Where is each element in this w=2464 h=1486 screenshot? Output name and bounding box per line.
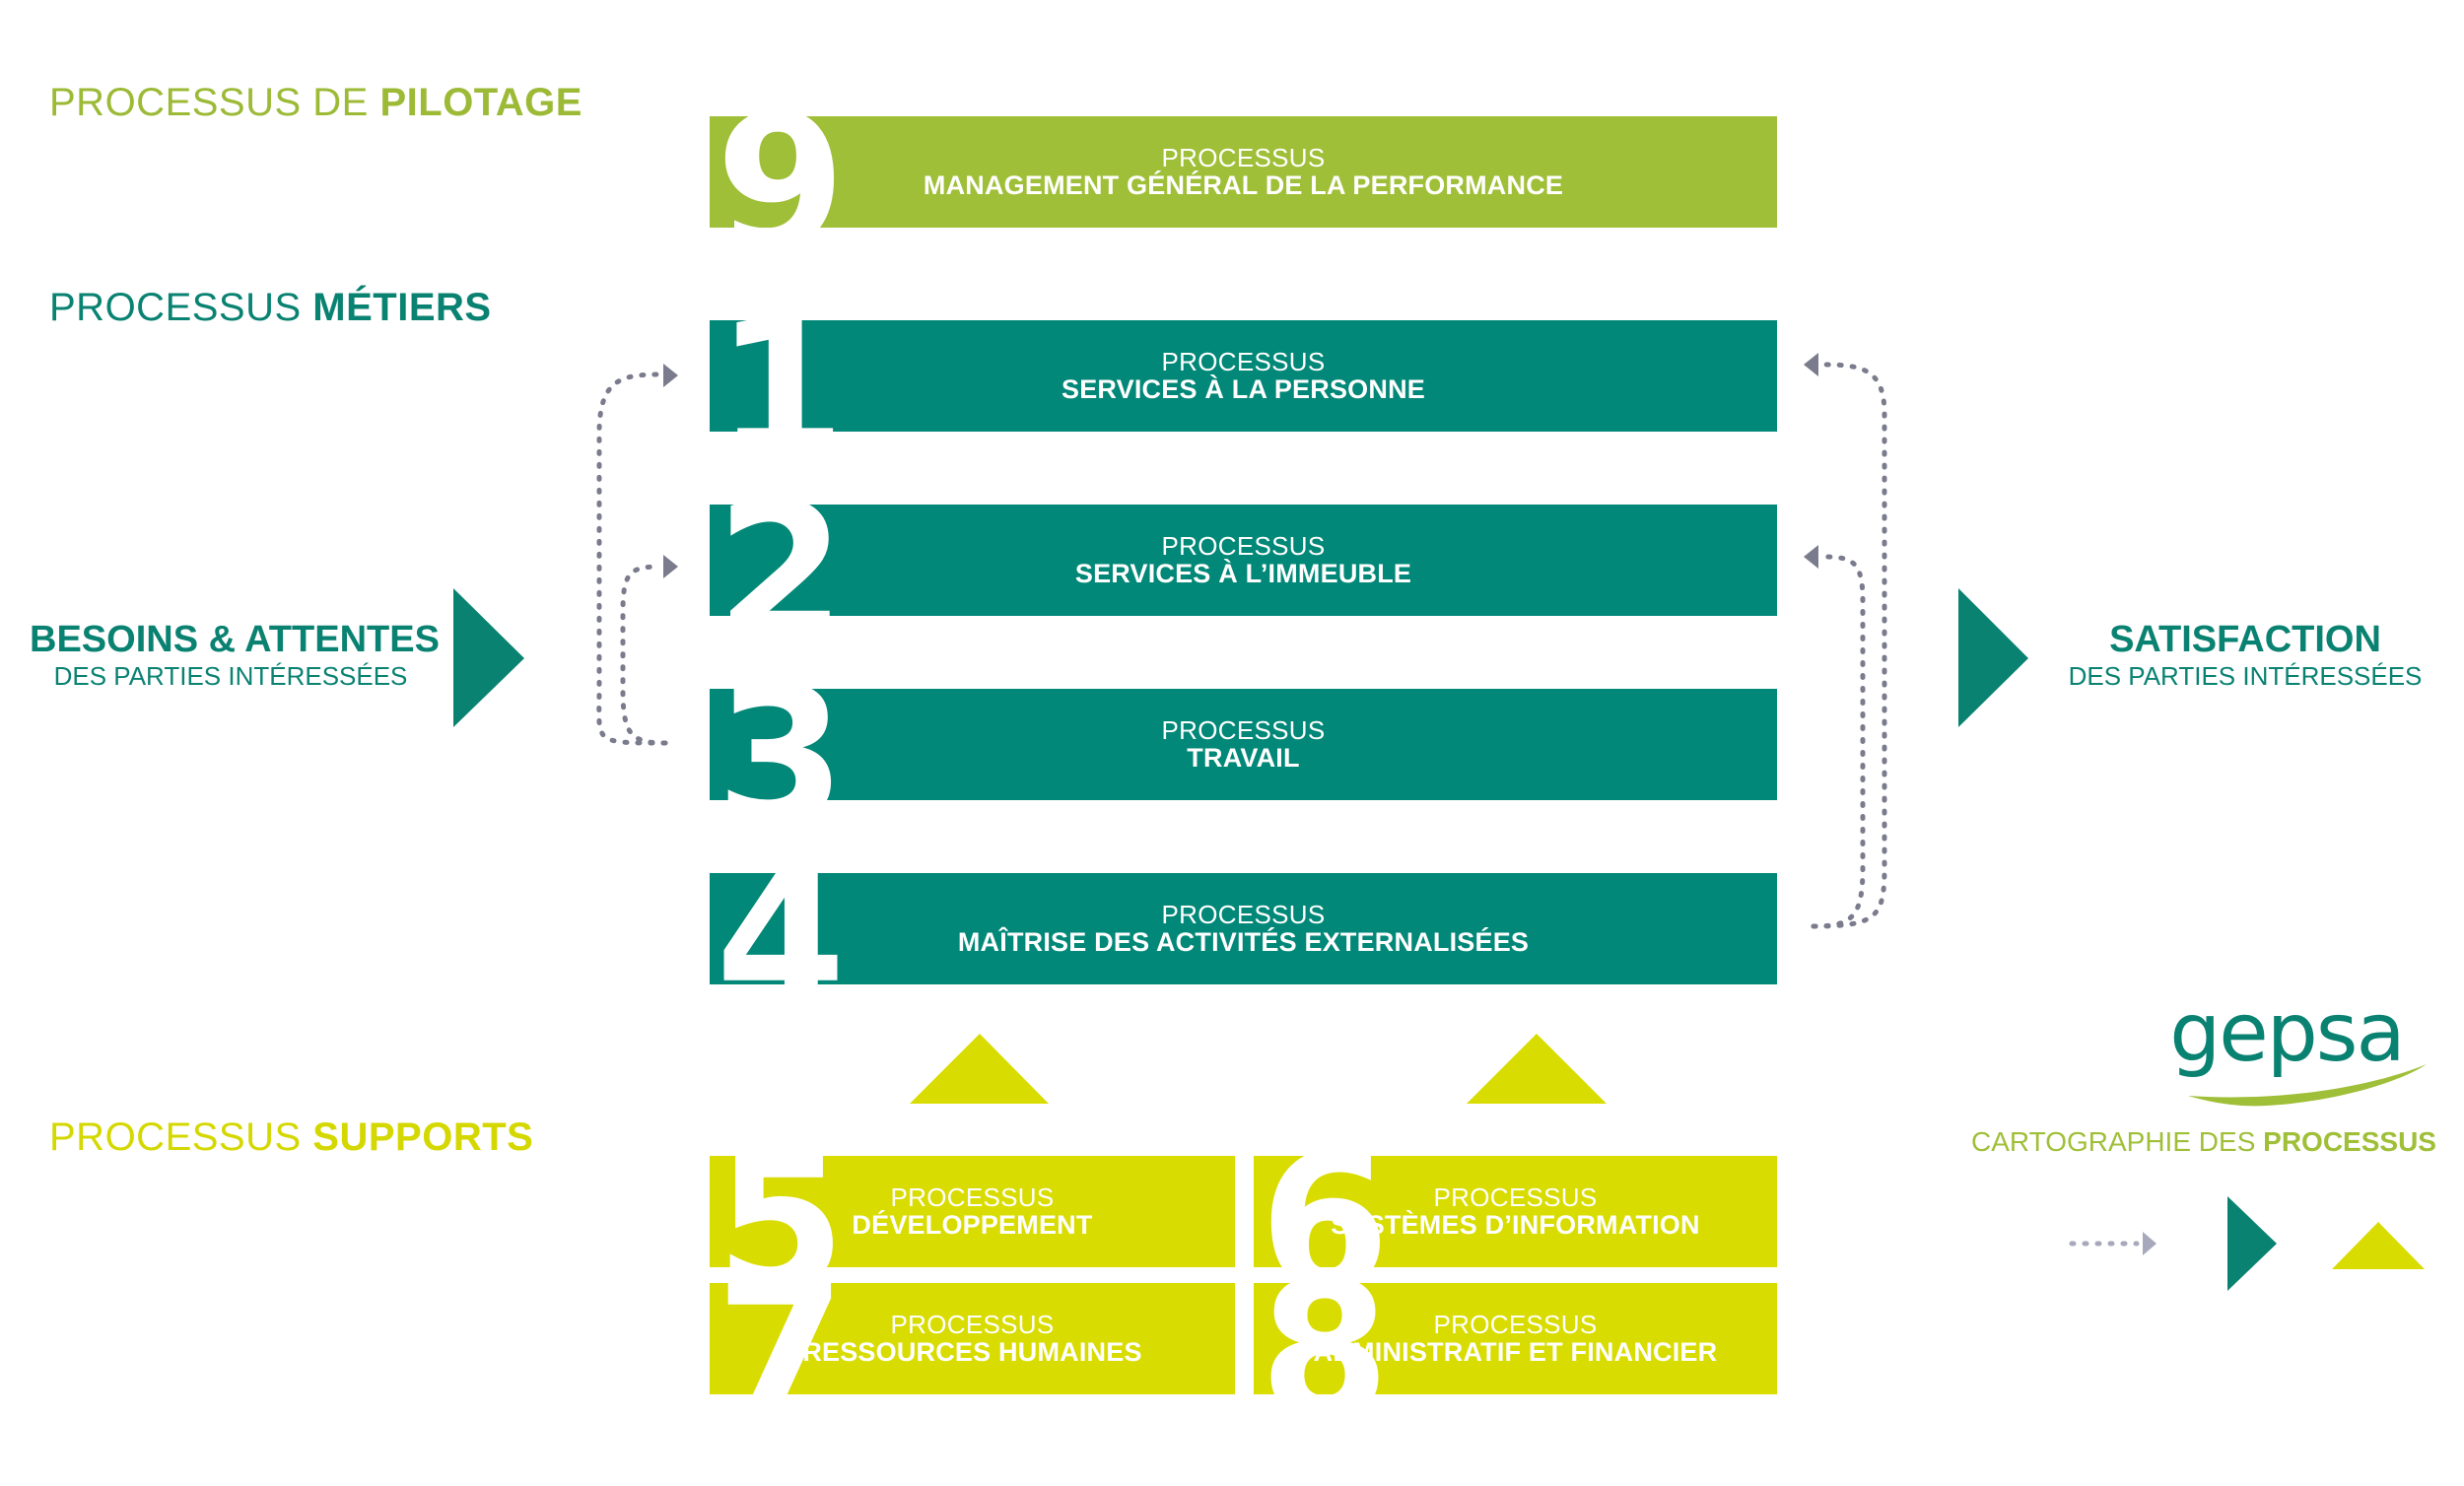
process-label: PROCESSUS: [1161, 530, 1326, 561]
process-label: PROCESSUS: [890, 1309, 1055, 1339]
process-number: 2: [716, 505, 847, 616]
support-up-triangle-icon: [1467, 1034, 1607, 1104]
section-title-pilotage: PROCESSUS DE PILOTAGE: [49, 81, 582, 124]
input-label: BESOINS & ATTENTES DES PARTIES INTÉRESSÉ…: [30, 619, 440, 691]
output-arrow-icon: [1958, 588, 2028, 727]
process-name: SERVICES À LA PERSONNE: [1061, 373, 1425, 404]
dotted-loop-arrow-inner: [620, 564, 668, 746]
legend-right-triangle-icon: [2227, 1196, 2277, 1291]
dotted-loop-arrow-right-outer: [1811, 362, 1887, 929]
output-label: SATISFACTION DES PARTIES INTÉRESSÉES: [2068, 619, 2423, 691]
support-up-triangle-icon: [910, 1034, 1049, 1104]
process-label: PROCESSUS: [1161, 714, 1326, 745]
legend-arrow-head-icon: [2143, 1232, 2156, 1255]
process-number: 5: [716, 1156, 847, 1267]
brand-caption: CARTOGRAPHIE DES PROCESSUS: [1971, 1126, 2436, 1157]
process-label: PROCESSUS: [1161, 142, 1326, 172]
process-name: SYSTÈMES D’INFORMATION: [1331, 1209, 1700, 1240]
process-label: PROCESSUS: [890, 1182, 1055, 1212]
process-name: MANAGEMENT GÉNÉRAL DE LA PERFORMANCE: [923, 169, 1564, 200]
process-number: 8: [1260, 1283, 1391, 1394]
logo-text: gepsa: [2169, 986, 2406, 1080]
gepsa-logo: gepsa: [2139, 993, 2434, 1074]
legend-up-triangle-icon: [2332, 1222, 2425, 1269]
process-number: 9: [716, 116, 847, 228]
process-number: 4: [716, 873, 847, 984]
input-arrow-icon: [453, 588, 524, 727]
arrow-head-icon: [1804, 545, 1818, 569]
process-number: 7: [716, 1283, 847, 1394]
process-label: PROCESSUS: [1161, 346, 1326, 376]
process-name: ADMINISTRATIF ET FINANCIER: [1313, 1336, 1718, 1367]
dotted-loop-arrow-right-inner: [1811, 554, 1866, 929]
process-number: 3: [716, 689, 847, 800]
process-label: PROCESSUS: [1433, 1182, 1598, 1212]
process-name: MAÎTRISE DES ACTIVITÉS EXTERNALISÉES: [957, 926, 1530, 957]
arrow-head-icon: [663, 364, 678, 387]
arrow-head-icon: [663, 555, 678, 578]
process-name: RESSOURCES HUMAINES: [802, 1336, 1142, 1367]
process-name: DÉVELOPPEMENT: [852, 1209, 1093, 1240]
logo-swoosh: [2188, 1064, 2427, 1107]
dotted-loop-arrow-outer: [596, 372, 668, 746]
process-name: TRAVAIL: [1187, 742, 1300, 773]
process-number: 6: [1260, 1156, 1391, 1267]
section-title-metiers: PROCESSUS MÉTIERS: [49, 286, 492, 329]
process-number: 1: [716, 320, 847, 432]
process-label: PROCESSUS: [1161, 899, 1326, 929]
section-title-supports: PROCESSUS SUPPORTS: [49, 1115, 534, 1159]
process-name: SERVICES À L’IMMEUBLE: [1074, 558, 1412, 588]
arrow-head-icon: [1804, 353, 1818, 376]
process-label: PROCESSUS: [1433, 1309, 1598, 1339]
